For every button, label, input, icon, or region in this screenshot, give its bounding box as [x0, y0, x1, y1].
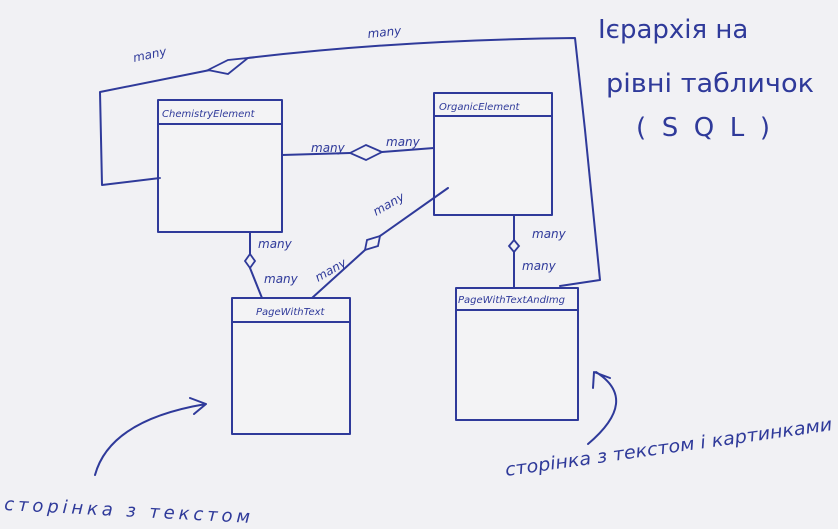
- class-box-chemistry-element: [157, 99, 283, 233]
- label-many: many: [371, 189, 408, 218]
- label-many: many: [522, 259, 557, 273]
- class-box-page-with-text: [231, 297, 351, 435]
- label-many: many: [264, 272, 299, 286]
- heading-line-3: (SQL): [636, 113, 770, 143]
- caption-page-with-text: сторінка з текстом: [4, 494, 251, 525]
- heading-line-1: Ієрархія на: [598, 15, 748, 45]
- loop-connector: [99, 37, 601, 287]
- aggregation-diamond-chem-organic: [347, 144, 385, 161]
- aggregation-diamond-chem-page: [243, 252, 257, 270]
- class-name-page-with-text: PageWithText: [256, 307, 326, 318]
- class-box-page-with-text-and-img: [455, 287, 579, 421]
- class-name-chemistry-element: ChemistryElement: [162, 109, 256, 120]
- label-many: many: [386, 135, 421, 149]
- label-many: many: [532, 227, 567, 241]
- chem-organic-connector-right: [381, 147, 435, 153]
- organic-page-connector: [379, 187, 449, 237]
- aggregation-diamond-organic-img: [507, 238, 521, 254]
- class-name-page-with-text-and-img: PageWithTextAndImg: [458, 295, 565, 306]
- organic-page-connector-lower: [311, 249, 366, 299]
- aggregation-diamond-organic-page: [363, 234, 382, 252]
- aggregation-diamond-top: [205, 56, 251, 75]
- heading-line-2: рівні табличок: [606, 69, 814, 99]
- class-name-organic-element: OrganicElement: [439, 102, 521, 113]
- label-many: many: [367, 23, 403, 41]
- class-box-organic-element: [433, 92, 553, 216]
- label-many: many: [311, 141, 346, 155]
- chem-organic-connector: [281, 152, 351, 156]
- arrow-right-annotation: [587, 371, 618, 445]
- label-many: many: [132, 44, 169, 65]
- caption-page-with-text-and-images: сторінка з текстом і картинками: [504, 414, 834, 481]
- label-many: many: [258, 237, 293, 251]
- arrow-left-annotation: [94, 397, 207, 476]
- chem-page-connector-lower: [249, 267, 263, 299]
